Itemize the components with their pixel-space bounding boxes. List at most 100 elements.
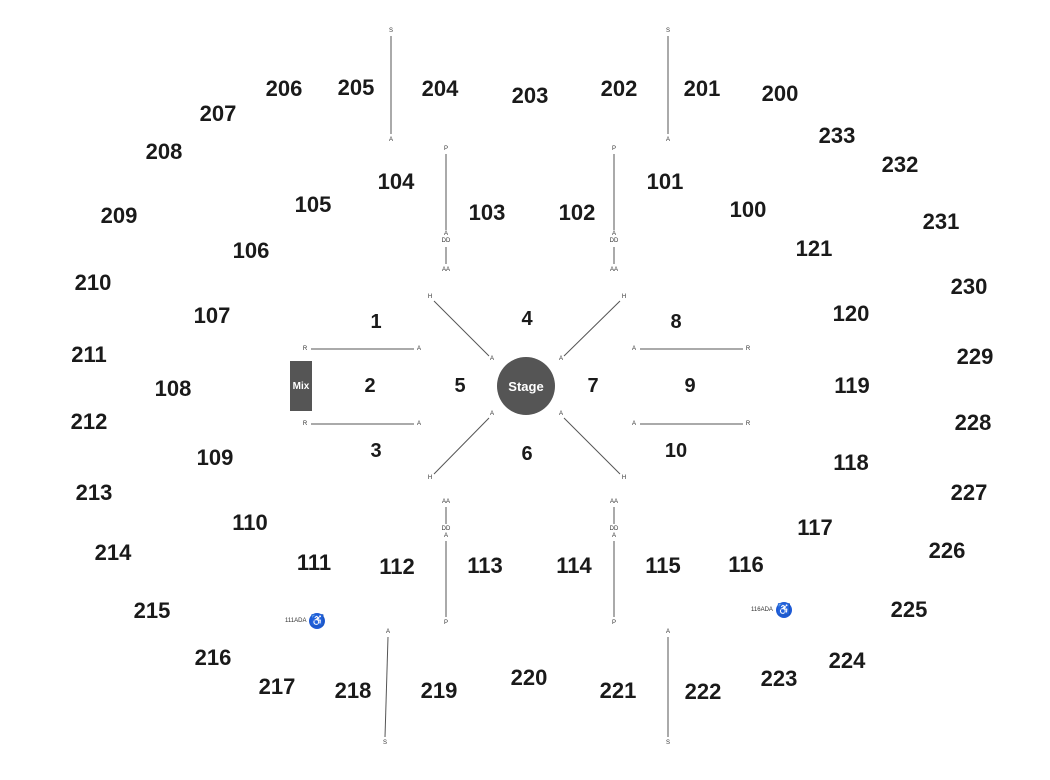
section-218[interactable]: 218 [334, 678, 372, 703]
aisle-line [563, 300, 621, 357]
section-203[interactable]: 203 [511, 83, 549, 108]
section-108[interactable]: 108 [154, 376, 192, 401]
section-224[interactable]: 224 [828, 648, 866, 673]
floor-section-8[interactable]: 8 [670, 311, 682, 333]
section-216[interactable]: 216 [194, 645, 232, 670]
section-200[interactable]: 200 [761, 81, 799, 106]
floor-section-10[interactable]: 10 [664, 440, 688, 462]
section-103[interactable]: 103 [468, 200, 506, 225]
section-212[interactable]: 212 [70, 409, 108, 434]
section-107[interactable]: 107 [193, 303, 231, 328]
section-221[interactable]: 221 [599, 678, 637, 703]
section-220[interactable]: 220 [510, 665, 548, 690]
ada-seating-116[interactable]: 116ADA ♿ [751, 602, 792, 618]
row-label-stack: DD A [610, 526, 619, 540]
section-228[interactable]: 228 [954, 410, 992, 435]
row-label-a: A [558, 411, 564, 417]
row-label-stack: DD A [442, 526, 451, 540]
section-204[interactable]: 204 [421, 76, 459, 101]
floor-section-9[interactable]: 9 [684, 375, 696, 397]
floor-section-2[interactable]: 2 [364, 375, 376, 397]
section-206[interactable]: 206 [265, 76, 303, 101]
floor-section-1[interactable]: 1 [370, 311, 382, 333]
section-201[interactable]: 201 [683, 76, 721, 101]
row-label-r: R [302, 421, 308, 427]
section-215[interactable]: 215 [133, 598, 171, 623]
floor-section-3[interactable]: 3 [370, 440, 382, 462]
row-label-h: H [621, 294, 627, 300]
section-214[interactable]: 214 [94, 540, 132, 565]
section-219[interactable]: 219 [420, 678, 458, 703]
section-205[interactable]: 205 [337, 75, 375, 100]
row-label-a: A [665, 137, 671, 143]
section-113[interactable]: 113 [467, 553, 503, 578]
aisle-line [563, 417, 621, 475]
section-222[interactable]: 222 [684, 679, 722, 704]
row-label-p: P [443, 620, 449, 626]
section-111[interactable]: 111 [296, 550, 332, 575]
section-211[interactable]: 211 [71, 342, 107, 367]
section-223[interactable]: 223 [760, 666, 798, 691]
section-118[interactable]: 118 [833, 450, 869, 475]
floor-section-4[interactable]: 4 [521, 308, 533, 330]
ada-seating-111[interactable]: 111ADA ♿ [285, 613, 326, 629]
section-207[interactable]: 207 [199, 101, 237, 126]
section-109[interactable]: 109 [196, 445, 234, 470]
section-217[interactable]: 217 [258, 674, 296, 699]
section-100[interactable]: 100 [729, 197, 767, 222]
floor-section-5[interactable]: 5 [454, 375, 466, 397]
row-label-a: A [611, 231, 617, 237]
row-label-a: A [443, 533, 449, 539]
stage: Stage [497, 357, 555, 415]
row-label-a: A [385, 629, 391, 635]
section-229[interactable]: 229 [956, 344, 994, 369]
section-230[interactable]: 230 [950, 274, 988, 299]
row-label-dd: DD [609, 238, 619, 244]
section-225[interactable]: 225 [890, 597, 928, 622]
section-210[interactable]: 210 [74, 270, 112, 295]
row-label-dd: DD [441, 526, 451, 532]
section-115[interactable]: 115 [645, 553, 681, 578]
section-110[interactable]: 110 [232, 510, 268, 535]
section-101[interactable]: 101 [646, 169, 684, 194]
row-label-a: A [416, 346, 422, 352]
section-119[interactable]: 119 [834, 373, 870, 398]
section-226[interactable]: 226 [928, 538, 966, 563]
row-label-r: R [745, 421, 751, 427]
row-label-stack: A DD [610, 231, 619, 245]
row-label-aa: AA [609, 267, 619, 273]
section-233[interactable]: 233 [818, 123, 856, 148]
row-label-a: A [489, 411, 495, 417]
row-label-a: A [388, 137, 394, 143]
aisle-line [433, 300, 490, 357]
section-231[interactable]: 231 [922, 209, 960, 234]
row-label-dd: DD [609, 526, 619, 532]
section-114[interactable]: 114 [556, 553, 592, 578]
row-label-p: P [611, 620, 617, 626]
section-208[interactable]: 208 [145, 139, 183, 164]
section-117[interactable]: 117 [797, 515, 833, 540]
ada-label: 111ADA [285, 618, 307, 624]
row-label-aa: AA [441, 267, 451, 273]
floor-section-6[interactable]: 6 [521, 443, 533, 465]
section-202[interactable]: 202 [600, 76, 638, 101]
section-120[interactable]: 120 [832, 301, 870, 326]
row-label-h: H [621, 475, 627, 481]
section-112[interactable]: 112 [379, 554, 415, 579]
section-121[interactable]: 121 [795, 236, 833, 261]
ada-label: 116ADA [751, 607, 773, 613]
section-106[interactable]: 106 [232, 238, 270, 263]
section-209[interactable]: 209 [100, 203, 138, 228]
section-105[interactable]: 105 [294, 192, 332, 217]
section-116[interactable]: 116 [728, 552, 764, 577]
section-227[interactable]: 227 [950, 480, 988, 505]
floor-section-7[interactable]: 7 [587, 375, 599, 397]
section-232[interactable]: 232 [881, 152, 919, 177]
row-label-a: A [558, 356, 564, 362]
section-213[interactable]: 213 [75, 480, 113, 505]
row-label-a: A [416, 421, 422, 427]
section-102[interactable]: 102 [558, 200, 596, 225]
row-label-a: A [665, 629, 671, 635]
section-104[interactable]: 104 [377, 169, 415, 194]
